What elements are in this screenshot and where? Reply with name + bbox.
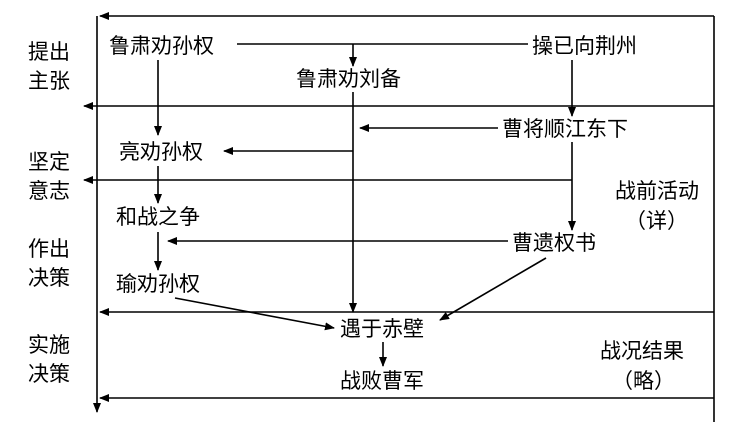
node-cao-xiang-jingzhou: 操已向荆州 xyxy=(532,34,637,58)
stage-1-line2: 主张 xyxy=(28,69,70,93)
node-cao-yi-quanshu: 曹遗权书 xyxy=(512,231,596,255)
node-lusu-quan-sunquan: 鲁肃劝孙权 xyxy=(109,34,214,58)
stage-3-line2: 决策 xyxy=(28,266,70,290)
node-he-zhan-zhi-zheng: 和战之争 xyxy=(116,205,200,229)
stage-3-line1: 作出 xyxy=(28,237,70,261)
arrow-cao-yi-to-chibi xyxy=(439,257,547,321)
node-zhanbai-caojun: 战败曹军 xyxy=(340,369,424,393)
arrow-yu-to-chibi xyxy=(174,297,335,331)
stage-1-line1: 提出 xyxy=(28,40,70,64)
stage-4-line2: 决策 xyxy=(28,362,70,386)
node-lusu-quan-liubei: 鲁肃劝刘备 xyxy=(296,67,401,91)
stage-4-line1: 实施 xyxy=(28,333,70,357)
node-cao-jiang-shunjiang: 曹将顺江东下 xyxy=(502,117,628,141)
stage-2-line2: 意志 xyxy=(28,179,70,203)
stage-2-line1: 坚定 xyxy=(28,150,70,174)
node-yu-quan-sunquan: 瑜劝孙权 xyxy=(116,272,200,296)
node-yu-yu-chibi: 遇于赤壁 xyxy=(340,317,424,341)
side-label-war-result-brief: （略） xyxy=(612,369,675,393)
side-label-pre-war-activity: 战前活动 xyxy=(615,179,699,203)
node-liang-quan-sunquan: 亮劝孙权 xyxy=(119,140,203,164)
side-label-pre-war-detail: （详） xyxy=(625,209,688,233)
side-label-war-result: 战况结果 xyxy=(600,339,684,363)
